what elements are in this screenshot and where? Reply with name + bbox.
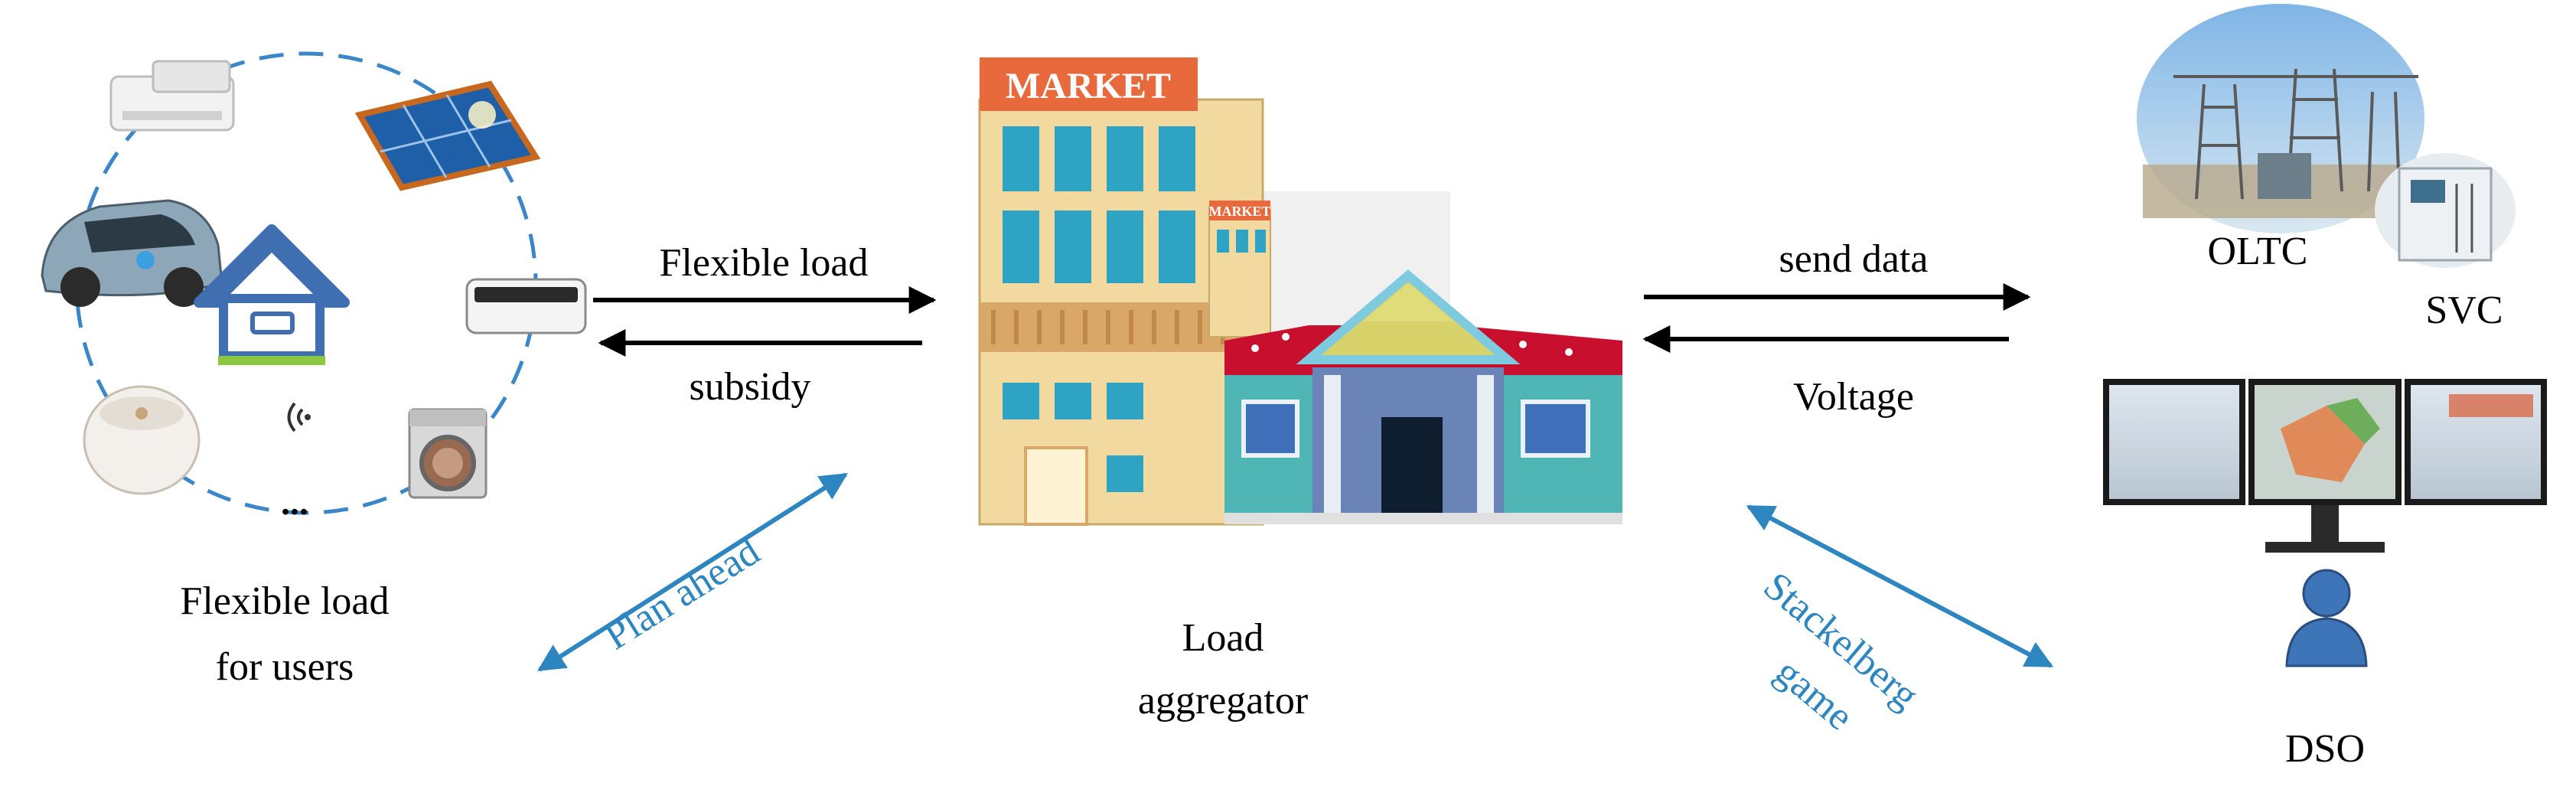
stackelberg-arrow (1746, 504, 2054, 668)
air-conditioner-icon (109, 60, 235, 132)
dso-caption: DSO (2285, 727, 2365, 771)
users-ellipsis: ... (281, 482, 308, 523)
plan-ahead-label: Plan ahead (597, 530, 767, 658)
send-data-label: send data (1779, 237, 1929, 281)
washing-machine-icon (408, 408, 487, 499)
market-sign-small-text: MARKET (1209, 204, 1271, 219)
aggregator-caption-line1: Load (1182, 616, 1264, 660)
users-caption-line2: for users (216, 645, 354, 689)
load-aggregator-building: MARKET MARKET (978, 57, 1622, 723)
control-monitors-icon (2103, 379, 2547, 553)
aggregator-caption-line2: aggregator (1138, 679, 1308, 723)
flexible-load-label: Flexible load (660, 241, 869, 285)
rice-cooker-icon (83, 385, 201, 495)
water-heater-icon (465, 278, 587, 334)
users-caption-line1: Flexible load (181, 579, 390, 623)
tower-windows (1003, 126, 1195, 492)
operator-person-icon (2285, 569, 2368, 667)
substation-oltc-icon (2137, 4, 2424, 233)
solar-panel-icon (354, 80, 541, 191)
wifi-icon (287, 402, 311, 432)
voltage-label: Voltage (1793, 375, 1914, 419)
users-cluster: ... Flexible load for users (41, 51, 587, 689)
svc-label: SVC (2425, 289, 2503, 332)
aggregator-dso-links: send data Voltage Stackelberg game (1642, 237, 2054, 739)
market-sign (980, 57, 1198, 111)
smart-home-icon (194, 224, 350, 365)
electric-car-icon (41, 199, 223, 307)
users-aggregator-links: Flexible load subsidy Plan ahead (536, 241, 937, 672)
market-sign-text: MARKET (1006, 66, 1171, 106)
dso-cluster: OLTC SVC DSO (2103, 4, 2547, 771)
oltc-label: OLTC (2208, 230, 2308, 273)
plan-ahead-arrow (536, 472, 849, 672)
subsidy-label: subsidy (690, 365, 811, 409)
svc-cabinet-icon (2375, 153, 2516, 268)
